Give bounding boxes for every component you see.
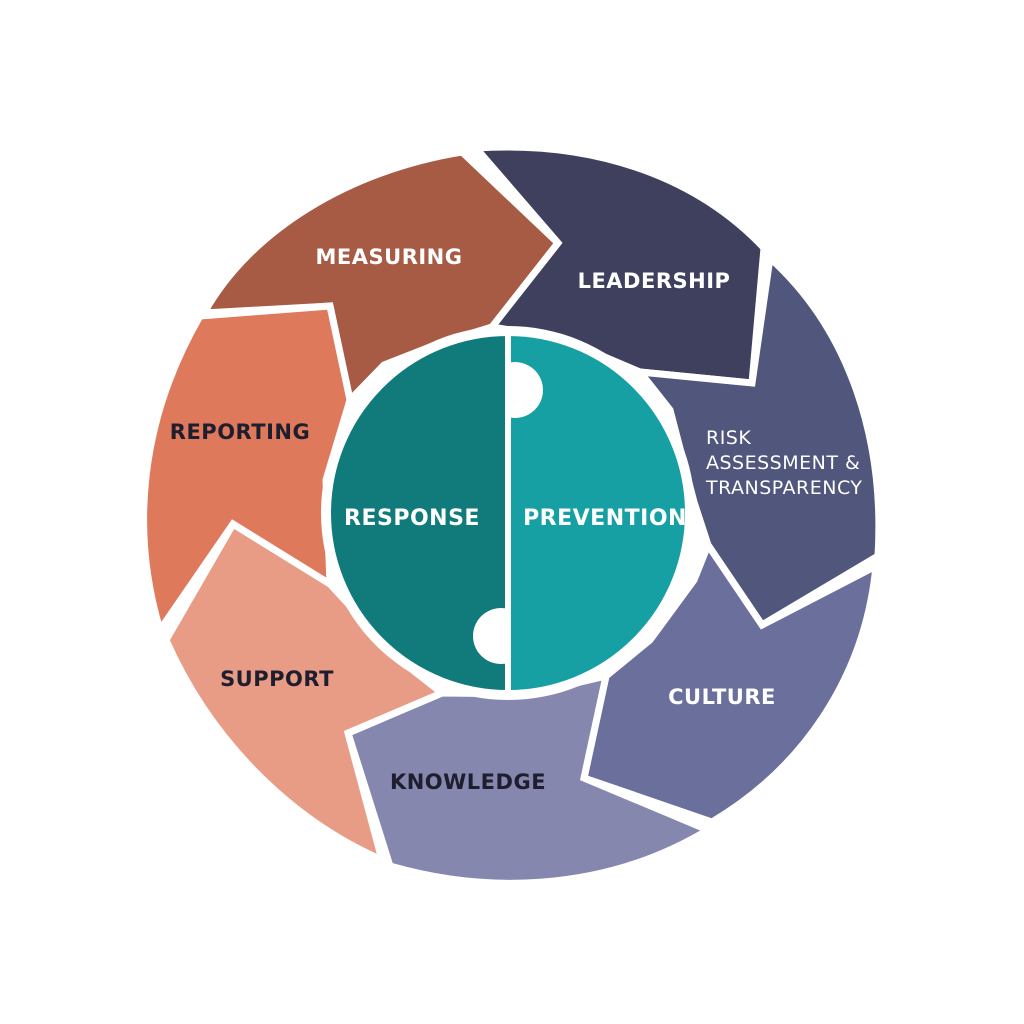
segment-culture bbox=[579, 537, 881, 826]
label-support: SUPPORT bbox=[220, 667, 334, 691]
label-risk-line1: RISK bbox=[706, 427, 751, 449]
label-culture: CULTURE bbox=[668, 685, 776, 709]
label-reporting: REPORTING bbox=[170, 420, 310, 444]
core-left-half bbox=[325, 329, 511, 697]
core-puzzle: RESPONSE PREVENTION bbox=[321, 326, 695, 700]
label-measuring: MEASURING bbox=[316, 245, 463, 269]
cycle-ring bbox=[140, 143, 883, 887]
label-risk-line2: ASSESSMENT & bbox=[706, 452, 860, 474]
label-response: RESPONSE bbox=[344, 506, 480, 531]
label-prevention: PREVENTION bbox=[523, 506, 687, 531]
label-risk-line3: TRANSPARENCY bbox=[705, 477, 863, 499]
label-knowledge: KNOWLEDGE bbox=[390, 770, 546, 794]
segment-reporting bbox=[140, 302, 354, 638]
segment-risk bbox=[632, 251, 883, 630]
segment-measuring bbox=[197, 148, 563, 408]
label-leadership: LEADERSHIP bbox=[578, 269, 731, 293]
core-right-half bbox=[505, 329, 691, 697]
